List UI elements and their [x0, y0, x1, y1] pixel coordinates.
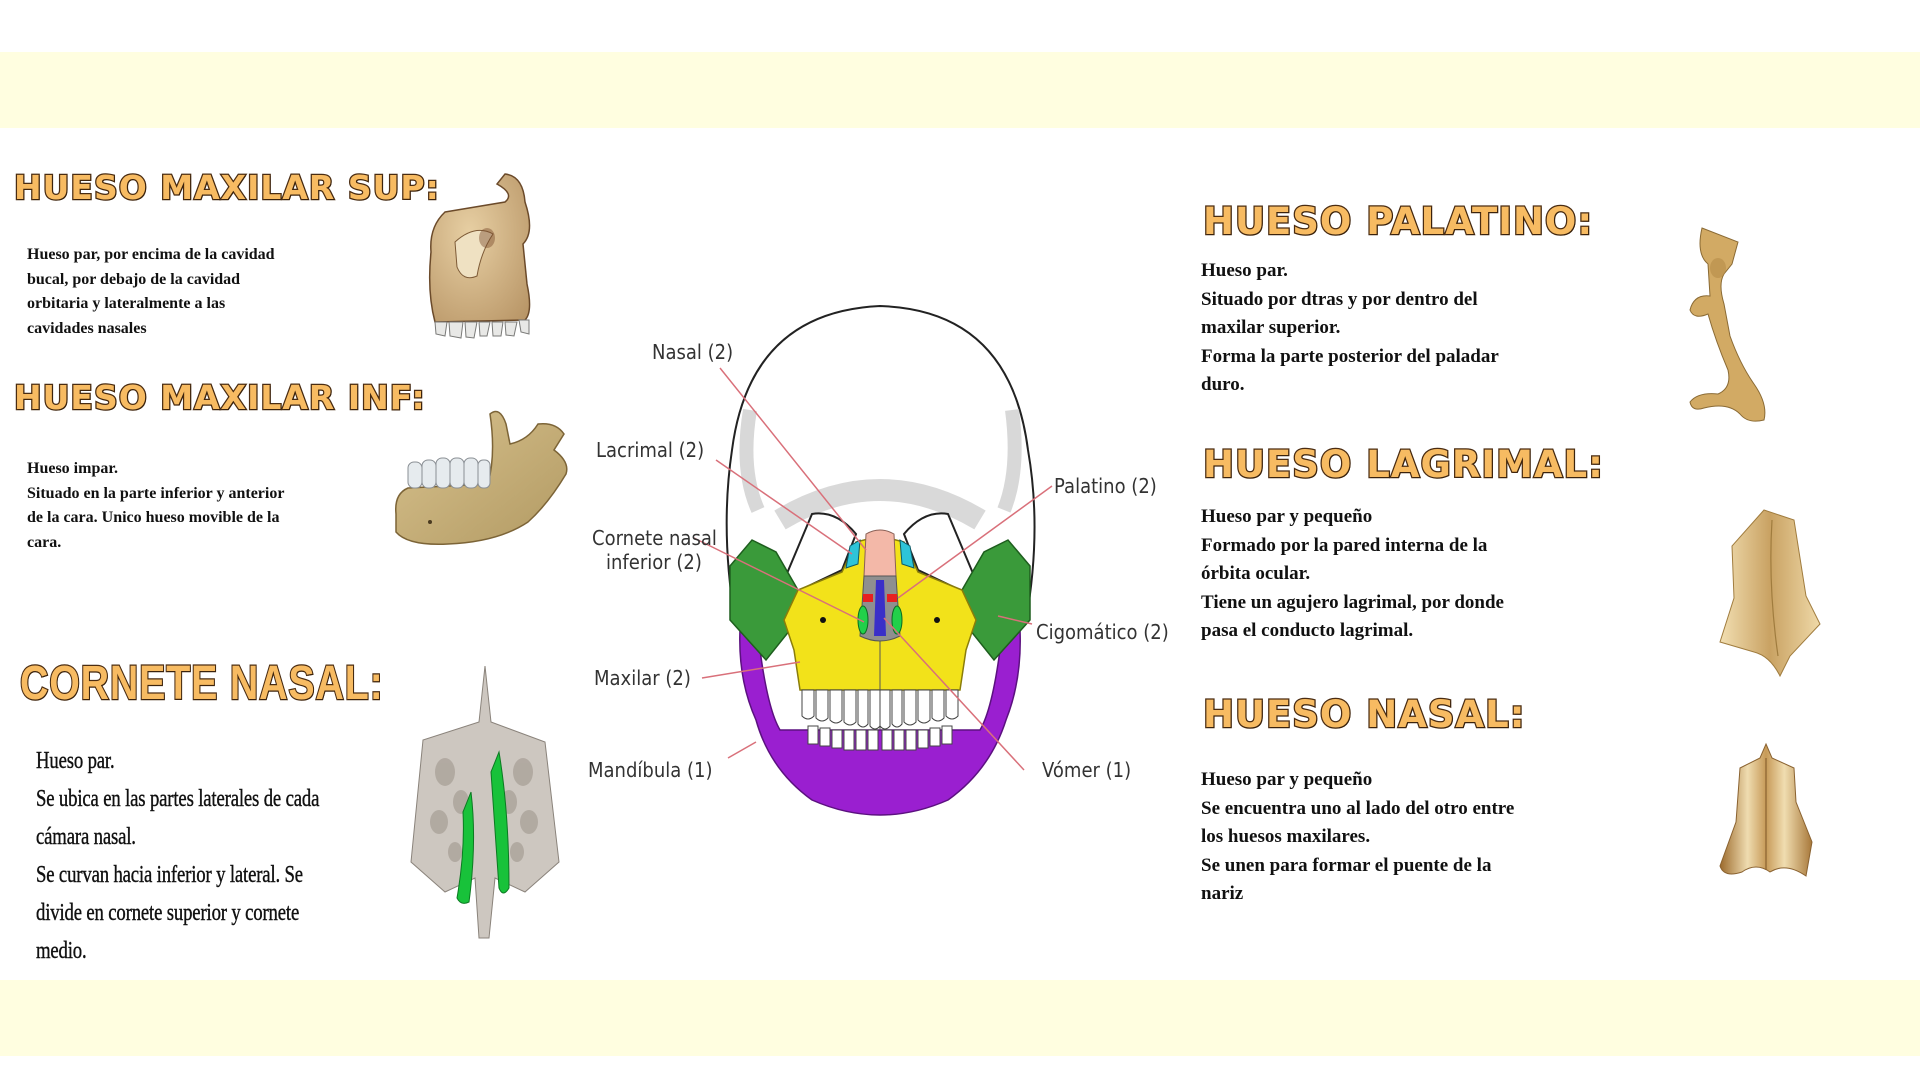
mandibula-bone-image	[395, 410, 568, 545]
label-nasal: Nasal (2)	[652, 340, 734, 364]
label-vomer: Vómer (1)	[1042, 758, 1132, 782]
label-cigomatico: Cigomático (2)	[1036, 620, 1169, 644]
heading-nasal: HUESO NASAL:	[1202, 692, 1526, 738]
cornete-nasal-bone-image	[410, 665, 560, 939]
heading-maxilar-inf: HUESO MAXILAR INF:	[13, 377, 426, 419]
desc-lagrimal: Hueso par y pequeño Formado por la pared…	[1201, 506, 1504, 641]
heading-cornete-nasal: CORNETE NASAL:	[19, 656, 384, 712]
top-banner-band	[0, 52, 1920, 128]
label-maxilar: Maxilar (2)	[594, 666, 691, 690]
skull-diagram: Nasal (2) Lacrimal (2) Cornete nasal inf…	[580, 290, 1200, 850]
skull-illustration	[693, 304, 1053, 816]
desc-cornete-nasal: Hueso par. Se ubica en las partes latera…	[36, 748, 320, 964]
palatino-bone-image	[1689, 227, 1766, 422]
bottom-banner-band	[0, 980, 1920, 1056]
heading-lagrimal: HUESO LAGRIMAL:	[1202, 442, 1604, 488]
desc-maxilar-inf: Hueso impar. Situado en la parte inferio…	[27, 460, 285, 551]
lagrimal-bone-image	[1719, 509, 1821, 678]
label-cornete-line1: Cornete nasal	[592, 526, 717, 550]
heading-maxilar-sup: HUESO MAXILAR SUP:	[13, 167, 440, 209]
label-lacrimal: Lacrimal (2)	[596, 438, 705, 462]
label-mandibula: Mandíbula (1)	[588, 758, 713, 782]
desc-maxilar-sup: Hueso par, por encima de la cavidad buca…	[27, 246, 275, 337]
heading-palatino: HUESO PALATINO:	[1202, 199, 1594, 245]
label-cornete-line2: inferior (2)	[606, 550, 702, 574]
maxilar-superior-bone-image	[428, 173, 531, 339]
desc-nasal: Hueso par y pequeño Se encuentra uno al …	[1201, 769, 1515, 904]
nasal-bone-image	[1719, 742, 1813, 877]
label-palatino: Palatino (2)	[1054, 474, 1157, 498]
desc-palatino: Hueso par. Situado por dtras y por dentr…	[1201, 260, 1499, 395]
